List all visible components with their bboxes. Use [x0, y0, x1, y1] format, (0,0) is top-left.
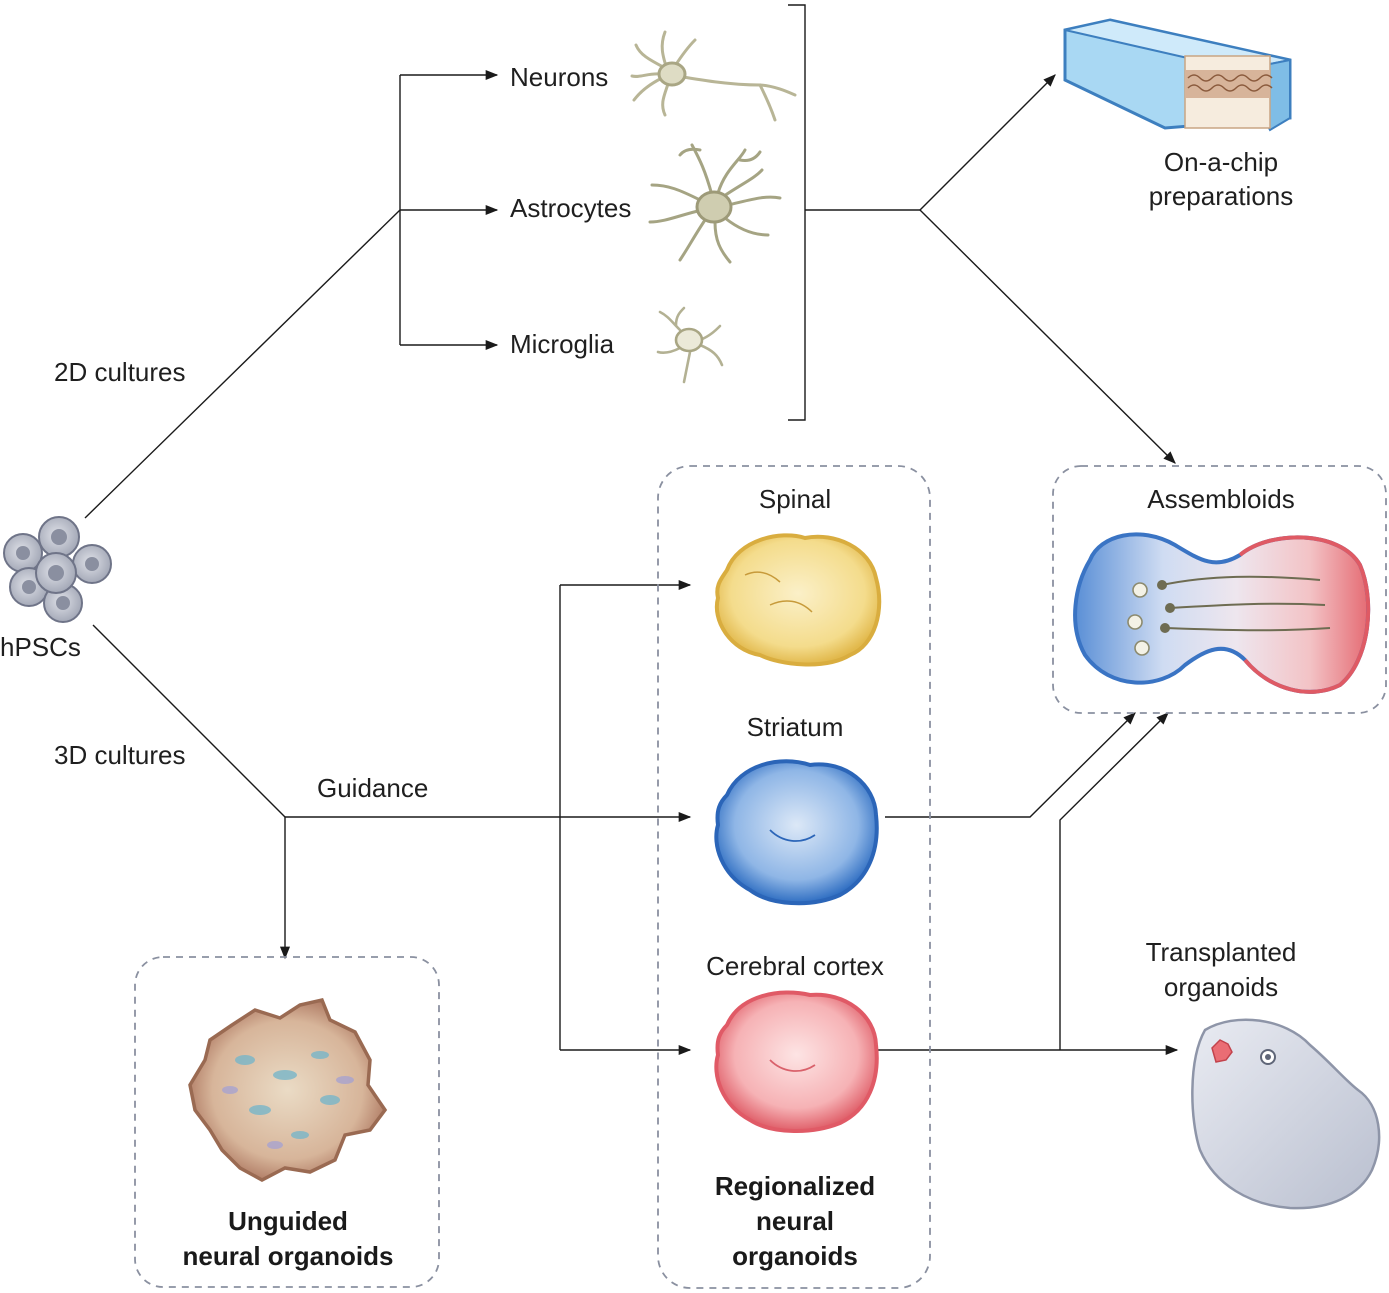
bracket-2d	[788, 4, 806, 421]
neuron-icon	[630, 30, 797, 122]
label-astrocytes: Astrocytes	[510, 193, 631, 223]
label-hpscs: hPSCs	[0, 632, 81, 662]
label-regionalized-3: organoids	[732, 1241, 858, 1271]
unguided-box	[134, 956, 440, 1288]
arrow-on-chip	[919, 74, 1056, 211]
label-2d-cultures: 2D cultures	[54, 357, 186, 387]
label-transplanted-2: organoids	[1164, 972, 1278, 1002]
arrow-cortex-assembloids	[1059, 712, 1169, 1050]
label-regionalized-2: neural	[756, 1206, 834, 1236]
striatum-organoid	[714, 759, 879, 906]
label-on-chip-2: preparations	[1149, 181, 1294, 211]
label-guidance: Guidance	[317, 773, 428, 803]
label-3d-cultures: 3D cultures	[54, 740, 186, 770]
assembloid-icon	[1073, 532, 1371, 694]
label-on-chip-1: On-a-chip	[1164, 147, 1278, 177]
chip-icon	[1063, 18, 1292, 132]
label-neurons: Neurons	[510, 62, 608, 92]
label-cerebral-cortex: Cerebral cortex	[706, 951, 884, 981]
line-3d	[92, 624, 286, 818]
label-spinal: Spinal	[759, 484, 831, 514]
cortex-organoid	[714, 990, 879, 1133]
label-regionalized-1: Regionalized	[715, 1171, 875, 1201]
label-striatum: Striatum	[747, 712, 844, 742]
astrocyte-icon	[648, 143, 782, 264]
label-unguided-2: neural organoids	[183, 1241, 394, 1271]
rat-icon	[1191, 1018, 1381, 1210]
spinal-organoid	[714, 533, 882, 667]
label-transplanted-1: Transplanted	[1146, 937, 1297, 967]
assembloids-box	[1052, 465, 1387, 714]
microglia-icon	[656, 306, 724, 384]
regionalized-box	[657, 465, 931, 1289]
label-assembloids: Assembloids	[1147, 484, 1294, 514]
arrow-assembloids-from-2d	[919, 209, 1176, 464]
connectors	[84, 4, 1179, 1056]
arrow-striatum-assembloids	[885, 712, 1136, 818]
label-microglia: Microglia	[510, 329, 615, 359]
unguided-organoid-icon	[188, 997, 388, 1182]
hpsc-cluster-icon	[3, 516, 112, 623]
line-2d	[84, 209, 401, 519]
label-unguided-1: Unguided	[228, 1206, 348, 1236]
